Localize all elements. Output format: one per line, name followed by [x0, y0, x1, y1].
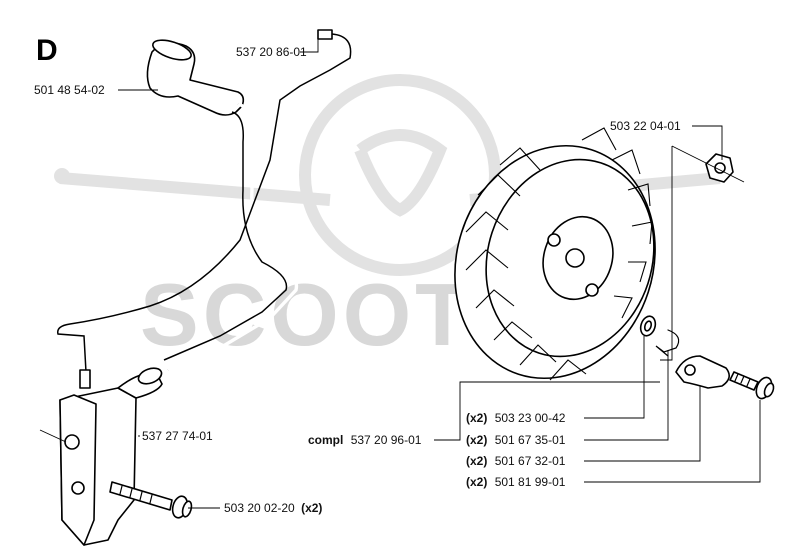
- ignition-module: [59, 367, 163, 546]
- module-screw-number: 503 20 02-20: [224, 501, 295, 515]
- label-spring: (x2) 501 67 35-01: [466, 433, 566, 447]
- label-pawl: (x2) 501 67 32-01: [466, 454, 566, 468]
- leader-lines: [39, 38, 761, 509]
- pawl-number: 501 67 32-01: [495, 454, 566, 468]
- flywheel-pawl-boss: [547, 233, 561, 247]
- watermark-dot: [54, 168, 70, 184]
- washer-qty: (x2): [466, 411, 487, 425]
- label-washer: (x2) 503 23 00-42: [466, 411, 566, 425]
- pawl: [675, 355, 730, 389]
- washer: [639, 315, 657, 337]
- section-letter: D: [36, 34, 58, 67]
- flywheel-pawl-boss: [585, 283, 599, 297]
- ht-lead: [163, 102, 299, 372]
- flywheel-nut: [705, 153, 734, 183]
- label-pawl-screw: (x2) 501 81 99-01: [466, 475, 566, 489]
- short-circuit-wire: [57, 29, 352, 389]
- module-screw: [109, 481, 193, 519]
- label-ignition-module: 537 27 74-01: [142, 429, 213, 443]
- label-flywheel-nut: 503 22 04-01: [610, 119, 681, 133]
- label-spark-plug-cap: 501 48 54-02: [34, 83, 105, 97]
- label-flywheel-complete: compl 537 20 96-01: [308, 433, 422, 447]
- label-wire-connector: 537 20 86-01: [236, 45, 307, 59]
- module-screw-qty: (x2): [301, 501, 322, 515]
- flywheel-fins: [465, 127, 653, 381]
- flywheel-complete-prefix: compl: [308, 433, 343, 447]
- pawl-screw-number: 501 81 99-01: [495, 475, 566, 489]
- spring: [655, 329, 680, 357]
- flywheel-hub: [565, 248, 585, 268]
- label-module-screw: 503 20 02-20 (x2): [224, 501, 322, 515]
- washer-number: 503 23 00-42: [495, 411, 566, 425]
- wire-terminal: [79, 369, 91, 389]
- wire-connector: [317, 29, 333, 40]
- spring-number: 501 67 35-01: [495, 433, 566, 447]
- spring-qty: (x2): [466, 433, 487, 447]
- pawl-qty: (x2): [466, 454, 487, 468]
- spark-plug-cap: [146, 39, 245, 116]
- pawl-screw-qty: (x2): [466, 475, 487, 489]
- flywheel: [454, 127, 656, 381]
- pawl-screw: [729, 371, 775, 400]
- flywheel-complete-number: 537 20 96-01: [351, 433, 422, 447]
